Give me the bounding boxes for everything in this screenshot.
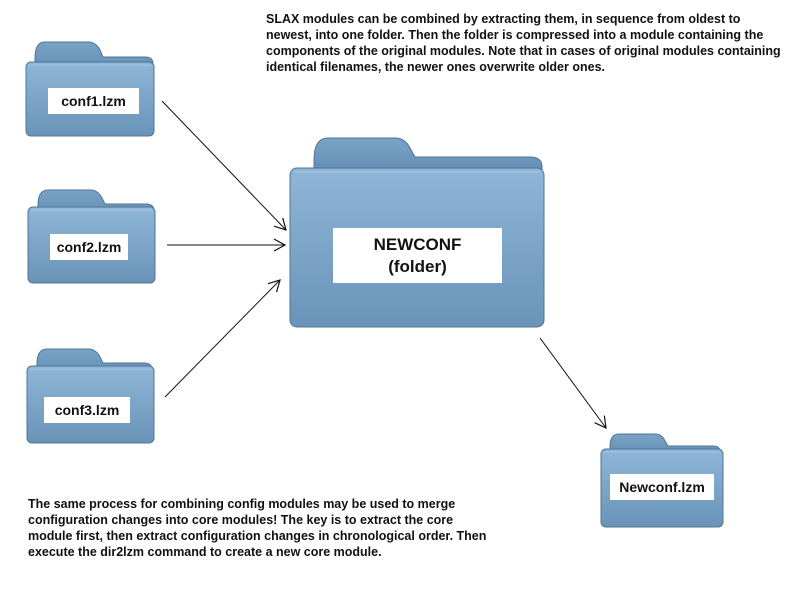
arrow-conf1-to-newconf [161,100,287,231]
arrow-conf3-to-newconf [164,279,281,398]
newconf-folder-label: NEWCONF (folder) [333,228,502,283]
module-label-conf1: conf1.lzm [48,88,139,114]
output-module-label: Newconf.lzm [610,474,714,500]
newconf-folder-type: (folder) [388,256,447,276]
module-label-conf3: conf3.lzm [44,397,130,423]
explanation-text-top: SLAX modules can be combined by extracti… [266,12,781,74]
arrow-newconf-to-module [539,337,607,430]
module-label-conf2: conf2.lzm [50,234,128,260]
explanation-text-bottom: The same process for combining config mo… [28,497,487,559]
newconf-folder-name: NEWCONF [373,234,462,254]
folder-icon [26,348,155,444]
